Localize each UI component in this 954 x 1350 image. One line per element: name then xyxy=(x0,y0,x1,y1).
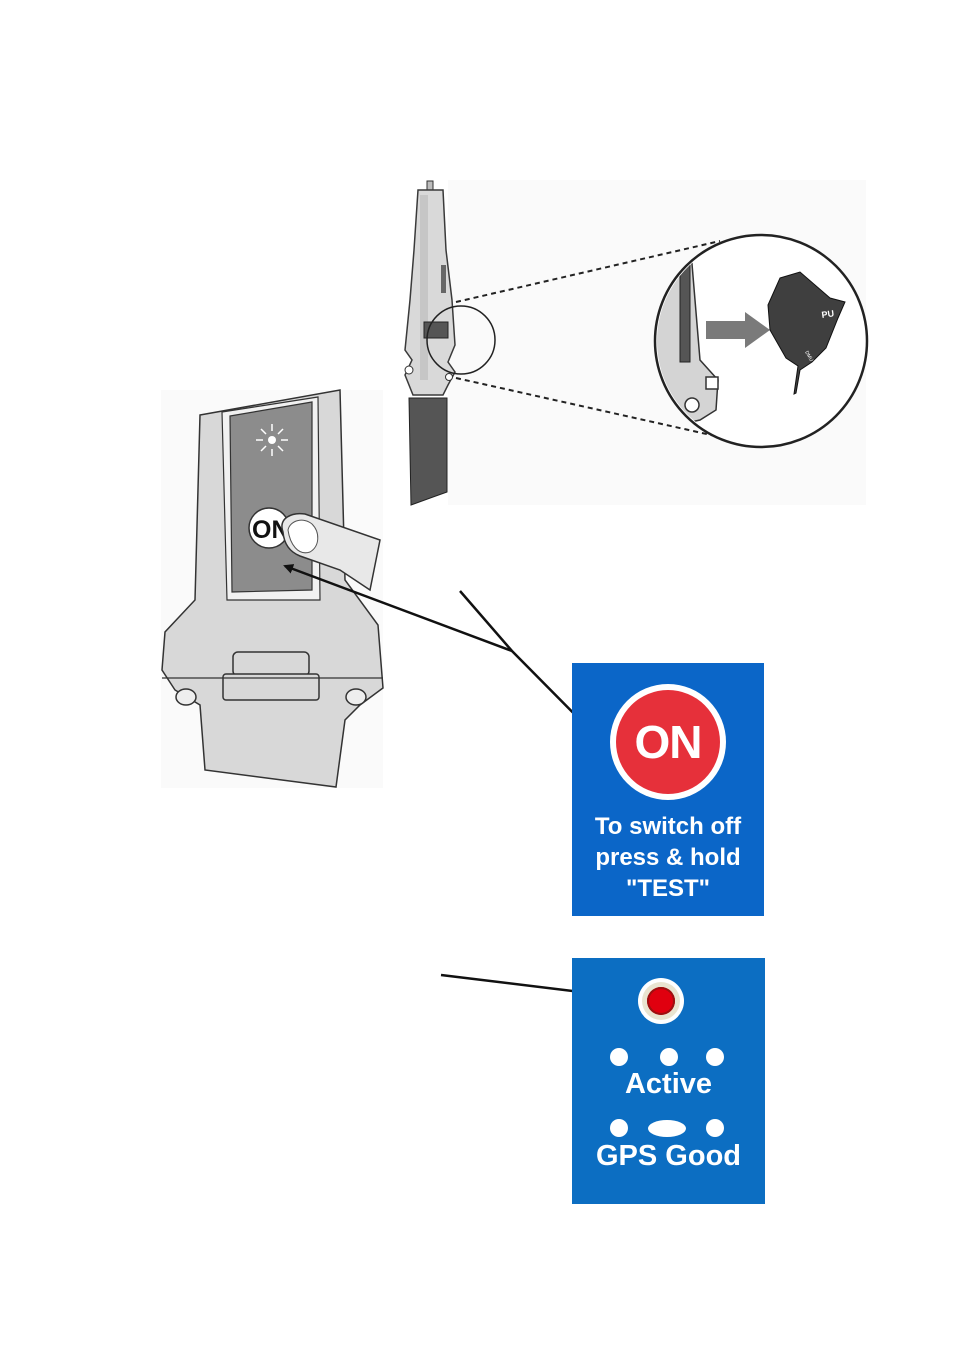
pointer-line-to-device-button xyxy=(283,564,513,653)
active-dot-3 xyxy=(706,1048,724,1066)
inset-tab-text-1: PU xyxy=(821,308,835,320)
handheld-device-front: ON xyxy=(161,389,384,788)
light-burst-icon xyxy=(256,424,288,456)
cable-clip-icon xyxy=(767,271,846,395)
push-arrow-icon xyxy=(706,312,770,348)
active-dot-2 xyxy=(660,1048,678,1066)
handheld-device-side xyxy=(404,180,496,506)
status-indicator-panel: Active GPS Good xyxy=(572,958,765,1204)
status-led xyxy=(638,978,684,1024)
gps-dot-2 xyxy=(706,1119,724,1137)
zoom-line-bottom xyxy=(455,377,721,438)
gps-dash xyxy=(648,1120,686,1137)
status-led-light xyxy=(647,987,675,1015)
active-label: Active xyxy=(624,1068,713,1100)
instruction-line-3: "TEST" xyxy=(625,875,711,902)
instruction-line-1: To switch off xyxy=(594,813,742,840)
on-button-badge: ON xyxy=(610,684,726,800)
active-dot-1 xyxy=(610,1048,628,1066)
gps-good-label: GPS Good xyxy=(596,1140,741,1172)
gps-dot-1 xyxy=(610,1119,628,1137)
zoom-line-top xyxy=(455,240,721,303)
on-button-label: ON xyxy=(616,690,720,794)
zoom-inset: PU DMU xyxy=(653,233,869,449)
instruction-line-2: press & hold xyxy=(595,844,741,871)
inset-tab-text-2: DMU xyxy=(803,350,814,363)
on-instruction-panel: ON To switch off press & hold "TEST" xyxy=(572,663,764,916)
switch-off-instruction: To switch off press & hold "TEST" xyxy=(572,811,764,904)
